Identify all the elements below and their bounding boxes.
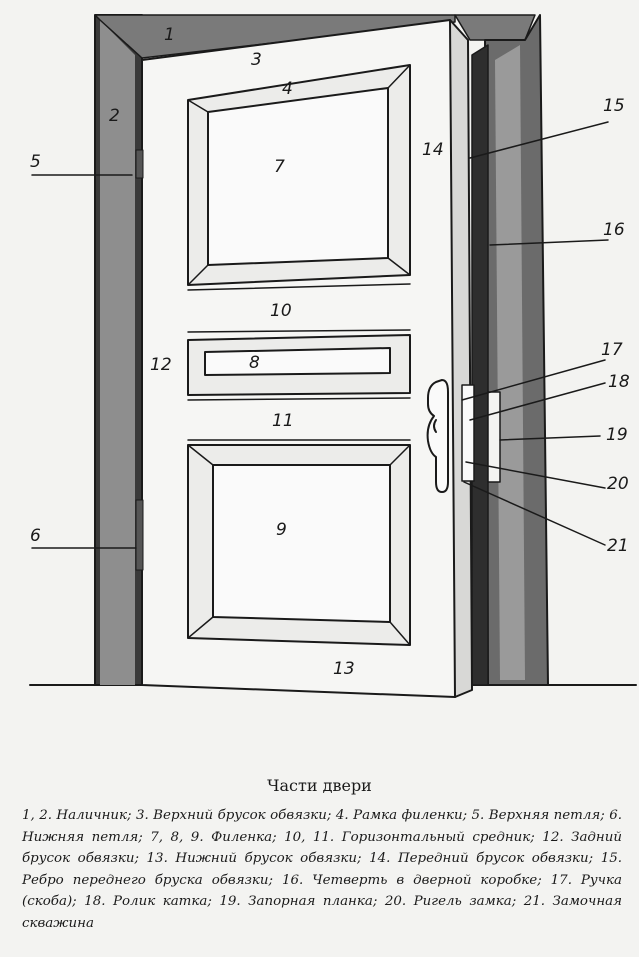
label-7: 7 — [274, 157, 285, 177]
label-5: 5 — [30, 152, 41, 172]
top-casing-right — [454, 14, 536, 41]
leader-18 — [469, 382, 606, 421]
door-parts-diagram: 1 2 3 4 5 6 7 8 9 10 11 12 13 14 15 16 1… — [29, 14, 637, 698]
label-19: 19 — [606, 425, 628, 445]
label-2: 2 — [109, 106, 120, 126]
label-14: 14 — [422, 140, 444, 160]
lower-panel — [212, 464, 391, 623]
left-casing-face — [100, 20, 135, 685]
label-20: 20 — [607, 474, 629, 494]
leader-19 — [499, 435, 601, 441]
upper-panel — [207, 87, 389, 266]
label-4: 4 — [282, 79, 293, 99]
lower-hinge — [135, 499, 144, 571]
label-1: 1 — [164, 25, 175, 45]
caption-text: 1, 2. Наличник; 3. Верхний брусок обвязк… — [22, 808, 622, 931]
door-handle — [426, 379, 449, 493]
label-13: 13 — [333, 659, 355, 679]
label-12: 12 — [150, 355, 172, 375]
leader-15 — [469, 121, 609, 159]
upper-hinge — [135, 149, 144, 179]
label-17: 17 — [601, 340, 623, 360]
leader-20 — [465, 461, 606, 489]
label-10: 10 — [270, 301, 292, 321]
label-3: 3 — [251, 50, 262, 70]
right-jamb-inner — [495, 45, 525, 680]
label-16: 16 — [603, 220, 625, 240]
leader-21 — [463, 481, 606, 546]
leader-17 — [461, 359, 606, 401]
label-8: 8 — [249, 353, 260, 373]
label-11: 11 — [272, 411, 294, 431]
lock-bolt — [461, 384, 475, 482]
label-18: 18 — [608, 372, 630, 392]
middle-panel — [204, 347, 391, 376]
door-edge — [449, 19, 473, 698]
caption-title: Части двери — [267, 776, 372, 795]
label-9: 9 — [276, 520, 287, 540]
leader-16 — [489, 239, 609, 246]
label-15: 15 — [603, 96, 625, 116]
label-21: 21 — [607, 536, 629, 556]
right-jamb-edge — [471, 44, 489, 686]
label-6: 6 — [30, 526, 41, 546]
